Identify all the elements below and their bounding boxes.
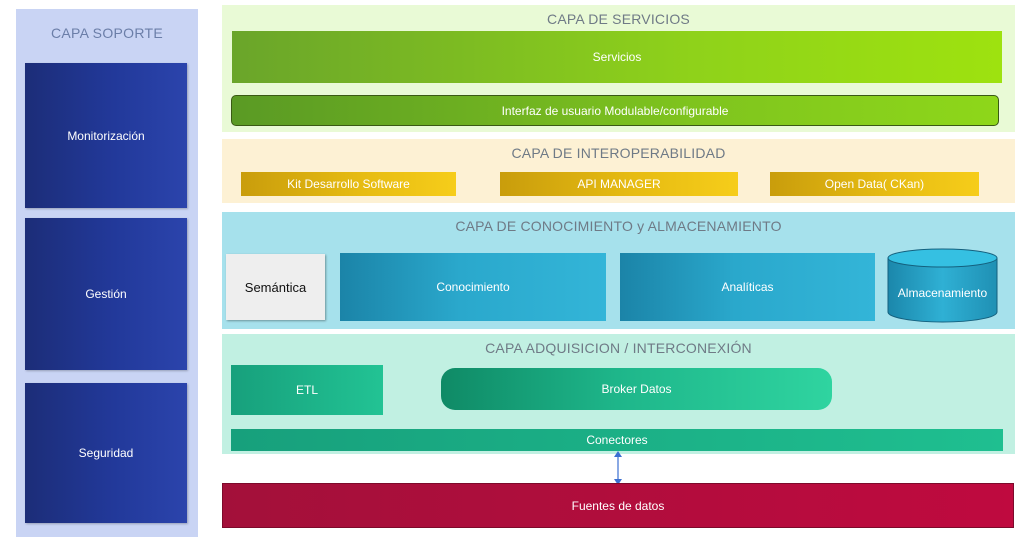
services-layer-title: CAPA DE SERVICIOS	[547, 11, 690, 27]
acquisition-layer-title: CAPA ADQUISICION / INTERCONEXIÓN	[485, 340, 752, 356]
analiticas-box: Analíticas	[620, 253, 875, 321]
conocimiento-box: Conocimiento	[340, 253, 606, 321]
open-data-box: Open Data( CKan)	[770, 172, 979, 196]
sdk-box: Kit Desarrollo Software	[241, 172, 456, 196]
support-gestion-box: Gestión	[25, 218, 187, 370]
support-layer-title: CAPA SOPORTE	[50, 25, 163, 41]
services-box: Servicios	[232, 31, 1002, 83]
fuentes-datos-box: Fuentes de datos	[222, 483, 1014, 528]
support-monitorizacion-box: Monitorización	[25, 63, 187, 208]
semantica-box: Semántica	[226, 254, 325, 320]
interoperability-layer-title: CAPA DE INTEROPERABILIDAD	[511, 145, 726, 161]
almacenamiento-label: Almacenamiento	[897, 286, 988, 300]
conectores-box: Conectores	[231, 429, 1003, 451]
api-manager-box: API MANAGER	[500, 172, 738, 196]
user-interface-box: Interfaz de usuario Modulable/configurab…	[231, 95, 999, 126]
storage-cylinder-icon	[887, 248, 998, 323]
support-seguridad-box: Seguridad	[25, 383, 187, 523]
broker-datos-box: Broker Datos	[441, 368, 832, 410]
knowledge-storage-layer-title: CAPA DE CONOCIMIENTO y ALMACENAMIENTO	[455, 218, 782, 234]
etl-box: ETL	[231, 365, 383, 415]
bidirectional-arrow-icon	[614, 451, 622, 485]
